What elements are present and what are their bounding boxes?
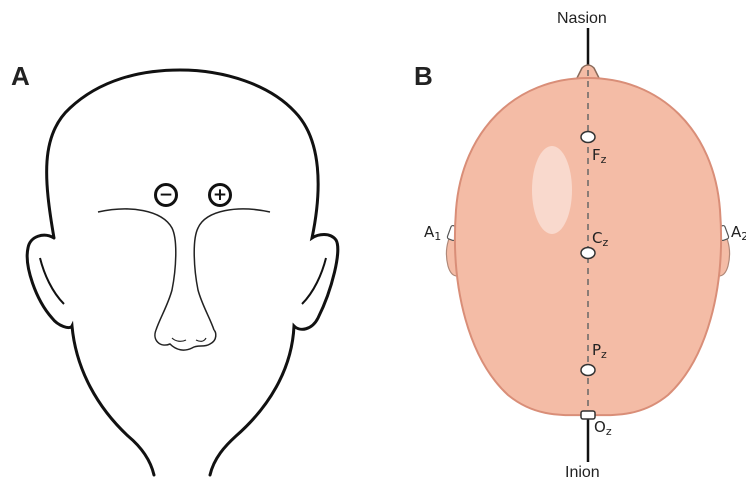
ear-label-a1: A1 xyxy=(424,225,441,242)
inion-label: Inion xyxy=(565,465,600,481)
positive-electrode: + xyxy=(208,183,232,207)
head-outline xyxy=(27,70,338,475)
nostril-left xyxy=(172,338,186,341)
left-brow-nose-line xyxy=(98,209,176,330)
electrode-oz xyxy=(581,411,595,419)
panel-b-scalp xyxy=(447,28,730,462)
scalp-highlight xyxy=(532,146,572,234)
electrode-label-cz: Cz xyxy=(592,231,608,248)
electrode-label-pz: Pz xyxy=(592,343,607,360)
electrode-label-fz: Fz xyxy=(592,148,606,165)
panel-label-a: A xyxy=(11,63,30,89)
right-brow-nose-line xyxy=(194,209,270,330)
panel-label-b: B xyxy=(414,63,433,89)
panel-a-head xyxy=(27,70,338,475)
negative-electrode: − xyxy=(154,183,178,207)
ear-label-a2: A2 xyxy=(731,225,746,242)
electrode-cz xyxy=(581,248,595,259)
electrode-fz xyxy=(581,132,595,143)
left-ear-detail xyxy=(40,258,64,304)
right-ear-detail xyxy=(302,258,326,304)
electrode-label-oz: Oz xyxy=(594,420,612,437)
nasion-label: Nasion xyxy=(557,11,607,27)
nostril-right xyxy=(196,338,206,341)
electrode-pz xyxy=(581,365,595,376)
